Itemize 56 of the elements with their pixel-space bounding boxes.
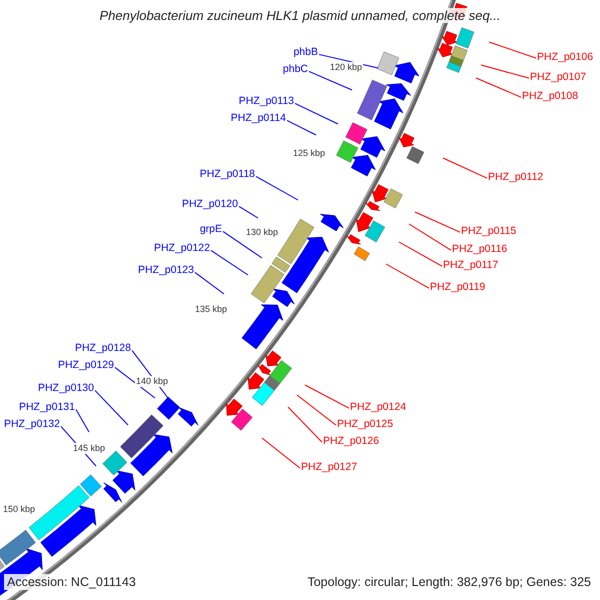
tick-label: 135 kbp: [194, 304, 228, 315]
gene-label: PHZ_p0119: [430, 281, 486, 294]
leader-line: [94, 390, 128, 426]
leader-line: [480, 64, 530, 79]
leader-line: [294, 102, 338, 124]
leader-line: [194, 272, 224, 294]
gene-label: PHZ_p0122: [154, 242, 210, 255]
tick-label: 125 kbp: [292, 148, 326, 159]
gene-label: PHZ_p0132: [4, 418, 60, 431]
tick-label: 150 kbp: [2, 504, 36, 515]
tick-label: 130 kbp: [245, 227, 280, 238]
gene-label: PHZ_p0128: [74, 342, 131, 355]
leader-line: [288, 406, 322, 443]
gene-label: PHZ_p0107: [530, 71, 586, 84]
leader-line: [304, 384, 350, 409]
leader-line: [442, 158, 488, 179]
leader-line: [414, 212, 460, 233]
gene-label: PHZ_p0118: [200, 168, 255, 181]
gene-label: PHZ_p0126: [323, 435, 380, 448]
gene-label: PHZ_p0123: [138, 264, 194, 277]
leader-line: [488, 42, 536, 59]
gene-label: phbC: [282, 63, 308, 76]
leader-line: [238, 206, 258, 218]
gene-label: PHZ_p0117: [443, 259, 498, 272]
leader-line: [262, 438, 300, 469]
leader-line: [386, 264, 430, 289]
leader-line: [408, 224, 452, 251]
leader-line: [114, 366, 156, 398]
gene-label: PHZ_p0127: [301, 461, 358, 474]
gene-label: PHZ_p0108: [522, 90, 578, 103]
leader-line: [296, 394, 336, 426]
tick-label: 140 kbp: [135, 376, 170, 387]
leader-line: [76, 408, 90, 432]
leader-line: [222, 230, 262, 258]
gene-label: PHZ_p0112: [488, 171, 544, 184]
leader-line: [476, 78, 522, 98]
leader-line: [398, 242, 442, 267]
gene-label: PHZ_p0125: [337, 418, 394, 431]
leader-line: [210, 250, 248, 276]
gene-label: PHZ_p0116: [452, 243, 508, 256]
gene-label: PHZ_p0120: [182, 198, 238, 211]
gene-label: PHZ_p0106: [537, 51, 594, 64]
gene-label: PHZ_p0130: [38, 382, 94, 395]
leader-line: [256, 176, 298, 200]
gene-label: PHZ_p0115: [461, 225, 516, 238]
gene-label: PHZ_p0129: [58, 359, 114, 372]
gene-label: PHZ_p0131: [18, 401, 75, 414]
tick-label: 120 kbp: [329, 62, 364, 73]
gene-label: PHZ_p0113: [238, 95, 294, 108]
leader-line: [308, 70, 352, 90]
gene-label: PHZ_p0124: [350, 401, 406, 414]
gene-label: PHZ_p0114: [230, 112, 286, 125]
gene-label: phbB: [293, 46, 318, 59]
leader-line: [286, 120, 316, 136]
tick-label: 145 kbp: [72, 443, 106, 454]
gene-label: grpE: [200, 223, 222, 236]
